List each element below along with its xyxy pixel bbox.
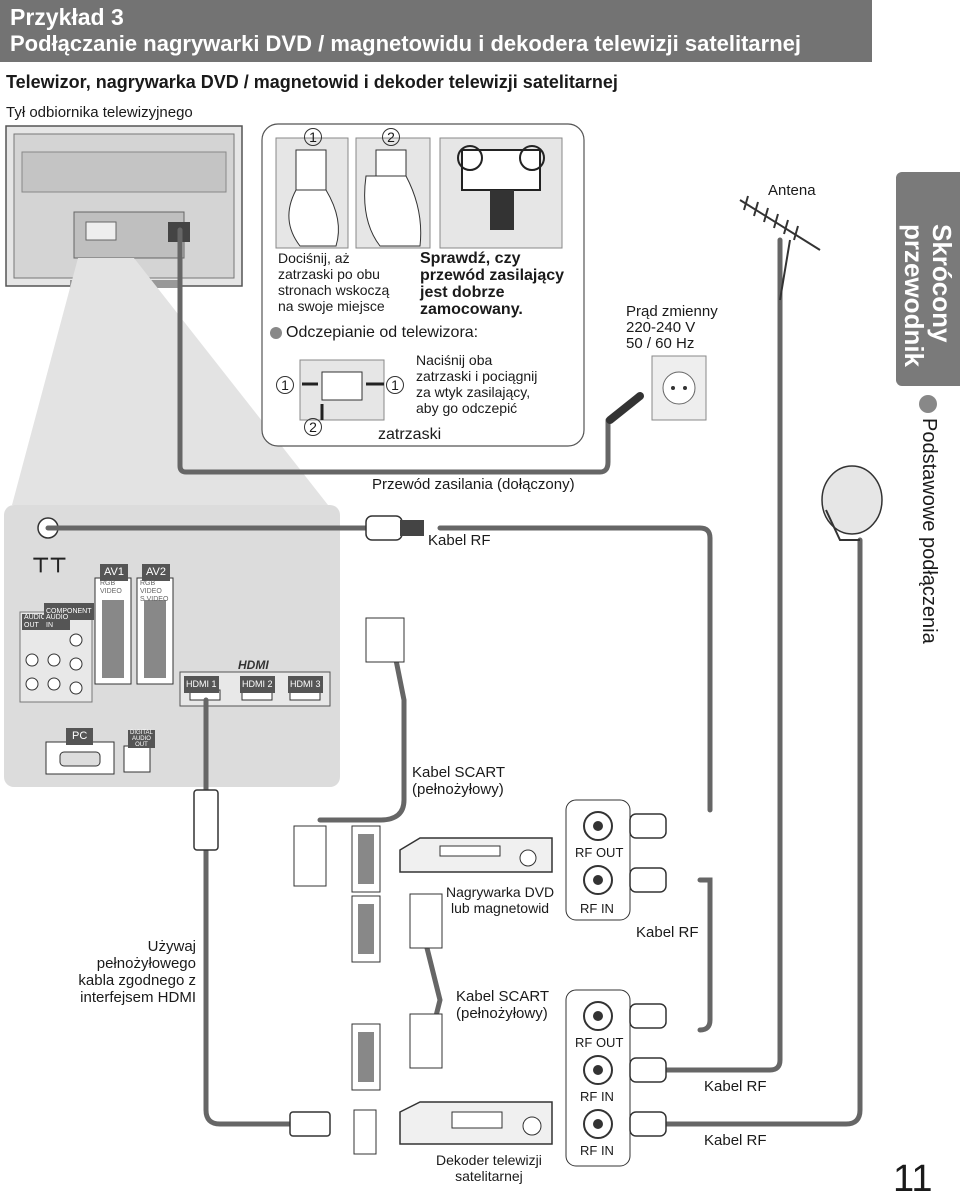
hdmi3-label: HDMI 3 <box>288 676 323 693</box>
rf-out-label: RF OUT <box>575 1035 624 1050</box>
rf-cable-label: Kabel RF <box>636 924 699 941</box>
pc-label: PC <box>66 728 94 745</box>
page-number: 11 <box>893 1158 933 1200</box>
header-subtitle: Podłączanie nagrywarki DVD / magnetowidu… <box>10 31 802 56</box>
scart-cable-label: Kabel SCART(pełnożyłowy) <box>412 764 506 798</box>
tv-rear-label: Tył odbiornika telewizyjnego <box>6 104 193 121</box>
satellite-decoder-illustration <box>399 1101 553 1145</box>
dvd-recorder-illustration <box>399 837 553 873</box>
tv-back-illustration <box>5 125 243 288</box>
av2-label: AV2 <box>142 564 170 581</box>
antenna-label: Antena <box>768 182 816 199</box>
rf-in-label: RF IN <box>580 901 614 916</box>
step-number: 2 <box>382 128 400 146</box>
rf-in-label: RF IN <box>580 1089 614 1104</box>
hdmi2-label: HDMI 2 <box>240 676 275 693</box>
av1-label: AV1 <box>100 564 128 581</box>
section-subtitle: Telewizor, nagrywarka DVD / magnetowid i… <box>6 72 618 92</box>
detach-heading: Odczepianie od telewizora: <box>286 324 479 341</box>
svg-text:⊤⊤: ⊤⊤ <box>32 555 67 577</box>
rf-cable-label: Kabel RF <box>704 1132 767 1149</box>
antenna-illustration <box>739 195 821 301</box>
step-number: 2 <box>304 418 322 436</box>
section-bullet <box>919 395 937 413</box>
step-number: 1 <box>304 128 322 146</box>
power-cable-label: Przewód zasilania (dołączony) <box>372 476 575 493</box>
step-number: 1 <box>276 376 294 394</box>
rf-in-label: RF IN <box>580 1143 614 1158</box>
rf-out-label: RF OUT <box>575 845 624 860</box>
scart-cable-label: Kabel SCART(pełnożyłowy) <box>456 988 550 1022</box>
hdmi1-label: HDMI 1 <box>184 676 219 693</box>
step-number: 1 <box>386 376 404 394</box>
rf-cable-label: Kabel RF <box>428 532 491 549</box>
satellite-dish-illustration <box>821 465 883 541</box>
plugs <box>193 515 443 1137</box>
rf-cable-label: Kabel RF <box>704 1078 767 1095</box>
header-title: Przykład 3 <box>10 4 124 30</box>
hdmi-logo: HDMI <box>238 658 269 672</box>
latch-label: zatrzaski <box>378 426 442 443</box>
page-header: Przykład 3 Podłączanie nagrywarki DVD / … <box>0 0 872 62</box>
side-section-label: Podstawowe podłączenia <box>918 418 940 644</box>
rf-sockets <box>565 799 631 1167</box>
